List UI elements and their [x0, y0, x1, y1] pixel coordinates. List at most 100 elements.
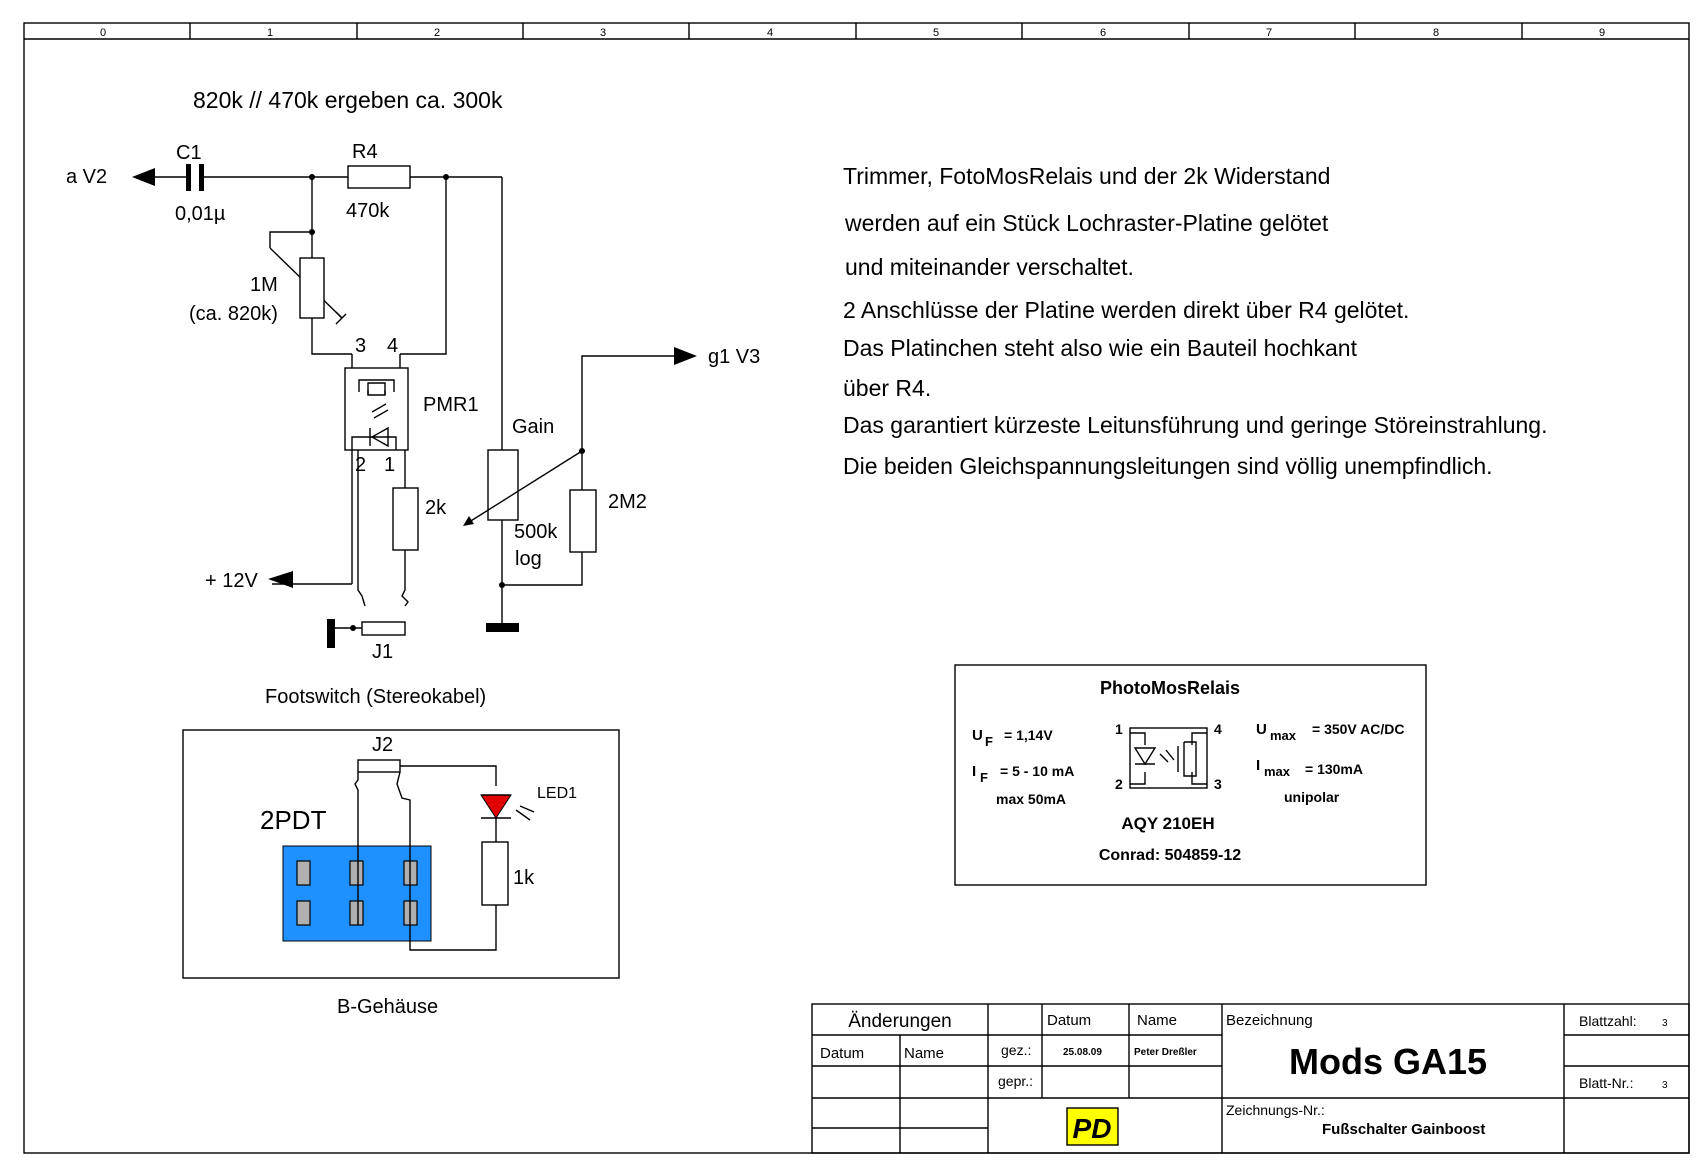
- gain-taper: log: [515, 548, 542, 570]
- trimmer-value: 1M: [250, 274, 278, 296]
- r4-value: 470k: [346, 200, 390, 222]
- drawn-by: Peter Dreßler: [1134, 1047, 1197, 1058]
- uf-value: = 1,14V: [1004, 727, 1053, 743]
- description-line: über R4.: [843, 375, 931, 401]
- umax-value: = 350V AC/DC: [1312, 721, 1404, 737]
- part-number: AQY 210EH: [1121, 814, 1214, 833]
- description-line: Das Platinchen steht also wie ein Bautei…: [843, 335, 1358, 361]
- column-number: 9: [1599, 27, 1605, 39]
- photomos-datasheet: PhotoMosRelais U F = 1,14V I F = 5 - 10 …: [954, 664, 1427, 886]
- jack-j1-name: J1: [372, 641, 393, 663]
- umax-symbol: U: [1256, 721, 1267, 738]
- enclosure-wiring: J2 2PDT LED1 1k B-Gehäuse: [182, 729, 620, 1018]
- drawing-frame: [23, 22, 1690, 1154]
- changes-name-header: Name: [904, 1045, 944, 1062]
- jack-j1: [361, 621, 406, 636]
- switch-2pdt: [282, 845, 432, 942]
- column-number: 2: [434, 27, 440, 39]
- relay-symbol: [1129, 727, 1208, 789]
- trimmer-note: (ca. 820k): [189, 303, 278, 325]
- description-line: 2 Anschlüsse der Platine werden direkt ü…: [843, 297, 1409, 323]
- switch-type: unipolar: [1284, 789, 1340, 805]
- ds-pin-2: 2: [1115, 776, 1123, 792]
- gain-value: 500k: [514, 521, 558, 543]
- pmr-pin-3: 3: [355, 335, 366, 357]
- pmr-pin-1: 1: [384, 454, 395, 476]
- column-number: 1: [267, 27, 273, 39]
- photomos-relay-pmr1: [344, 354, 409, 451]
- resistor-r4: [347, 165, 411, 189]
- switch-label: 2PDT: [260, 805, 327, 835]
- date-header: Datum: [1047, 1012, 1091, 1029]
- resistor-1k-label: 1k: [513, 867, 535, 889]
- description-header: Bezeichnung: [1226, 1012, 1313, 1029]
- description-text: Trimmer, FotoMosRelais und der 2k Widers…: [843, 163, 1548, 479]
- umax-subscript: max: [1270, 728, 1297, 743]
- sheet-count-value: 3: [1662, 1018, 1668, 1029]
- jack-j2: [357, 759, 401, 773]
- capacitor-c1: [186, 164, 204, 191]
- drawing-title: Mods GA15: [1289, 1041, 1487, 1082]
- r-2k-label: 2k: [425, 497, 447, 519]
- resistor-1k: [481, 841, 509, 906]
- potentiometer-gain: [487, 449, 519, 521]
- enclosure-outline: [182, 729, 620, 979]
- r4-name: R4: [352, 141, 378, 163]
- c1-value: 0,01µ: [175, 203, 226, 225]
- led-name: LED1: [537, 785, 577, 802]
- drawing-name: Fußschalter Gainboost: [1322, 1121, 1485, 1138]
- imax-subscript: max: [1264, 764, 1291, 779]
- pd-logo-text: PD: [1073, 1113, 1112, 1144]
- name-header: Name: [1137, 1012, 1177, 1029]
- supply-label: + 12V: [205, 570, 258, 592]
- if-symbol: I: [972, 763, 976, 780]
- column-number: 4: [767, 27, 773, 39]
- footswitch-caption: Footswitch (Stereokabel): [265, 686, 486, 708]
- uf-subscript: F: [985, 734, 993, 749]
- pmr-name: PMR1: [423, 394, 479, 416]
- jack-sleeve: [327, 619, 335, 648]
- c1-name: C1: [176, 142, 202, 164]
- changes-date-header: Datum: [820, 1045, 864, 1062]
- description-line: werden auf ein Stück Lochraster-Platine …: [844, 210, 1329, 236]
- uf-symbol: U: [972, 727, 983, 744]
- column-number: 3: [600, 27, 606, 39]
- if-max: max 50mA: [996, 791, 1066, 807]
- trimmer-1m: [299, 257, 325, 319]
- column-number: 0: [100, 27, 106, 39]
- drawn-label: gez.:: [1001, 1042, 1031, 1058]
- description-line: Die beiden Gleichspannungsleitungen sind…: [843, 453, 1493, 479]
- order-number: Conrad: 504859-12: [1099, 847, 1241, 864]
- resistor-2k: [392, 487, 419, 551]
- potentiometer-wiper: [465, 450, 583, 525]
- ground-symbol: [486, 623, 519, 632]
- drawing-number-label: Zeichnungs-Nr.:: [1226, 1102, 1325, 1118]
- sheet-number-label: Blatt-Nr.:: [1579, 1075, 1633, 1091]
- arrow-right-icon: [674, 347, 697, 365]
- description-line: und miteinander verschaltet.: [845, 254, 1134, 280]
- ds-pin-1: 1: [1115, 721, 1123, 737]
- drawn-date: 25.08.09: [1063, 1047, 1102, 1058]
- arrow-left-icon: [132, 168, 155, 186]
- column-number: 6: [1100, 27, 1106, 39]
- title-block: Änderungen Datum Name Datum Name gez.: 2…: [811, 1003, 1690, 1154]
- ds-pin-3: 3: [1214, 776, 1222, 792]
- gainboost-circuit: a V2 C1 0,01µ R4 470k 1M (ca. 820k) 3 4: [66, 141, 760, 708]
- led-led1: [480, 794, 512, 819]
- description-line: Das garantiert kürzeste Leitunsführung u…: [843, 412, 1548, 438]
- datasheet-title: PhotoMosRelais: [1100, 678, 1240, 698]
- pmr-pin-4: 4: [387, 335, 398, 357]
- imax-value: = 130mA: [1305, 761, 1363, 777]
- column-ruler: 0 1 2 3 4 5 6 7 8 9: [100, 23, 1605, 39]
- if-value: = 5 - 10 mA: [1000, 763, 1074, 779]
- output-label-v2: a V2: [66, 166, 107, 188]
- column-number: 5: [933, 27, 939, 39]
- gain-label: Gain: [512, 416, 554, 438]
- checked-label: gepr.:: [998, 1073, 1033, 1089]
- sheet-count-label: Blattzahl:: [1579, 1013, 1637, 1029]
- resistor-2m2: [569, 489, 597, 553]
- enclosure-caption: B-Gehäuse: [337, 996, 438, 1018]
- jack-j2-name: J2: [372, 734, 393, 756]
- parallel-resistance-note: 820k // 470k ergeben ca. 300k: [193, 87, 503, 113]
- ds-pin-4: 4: [1214, 721, 1222, 737]
